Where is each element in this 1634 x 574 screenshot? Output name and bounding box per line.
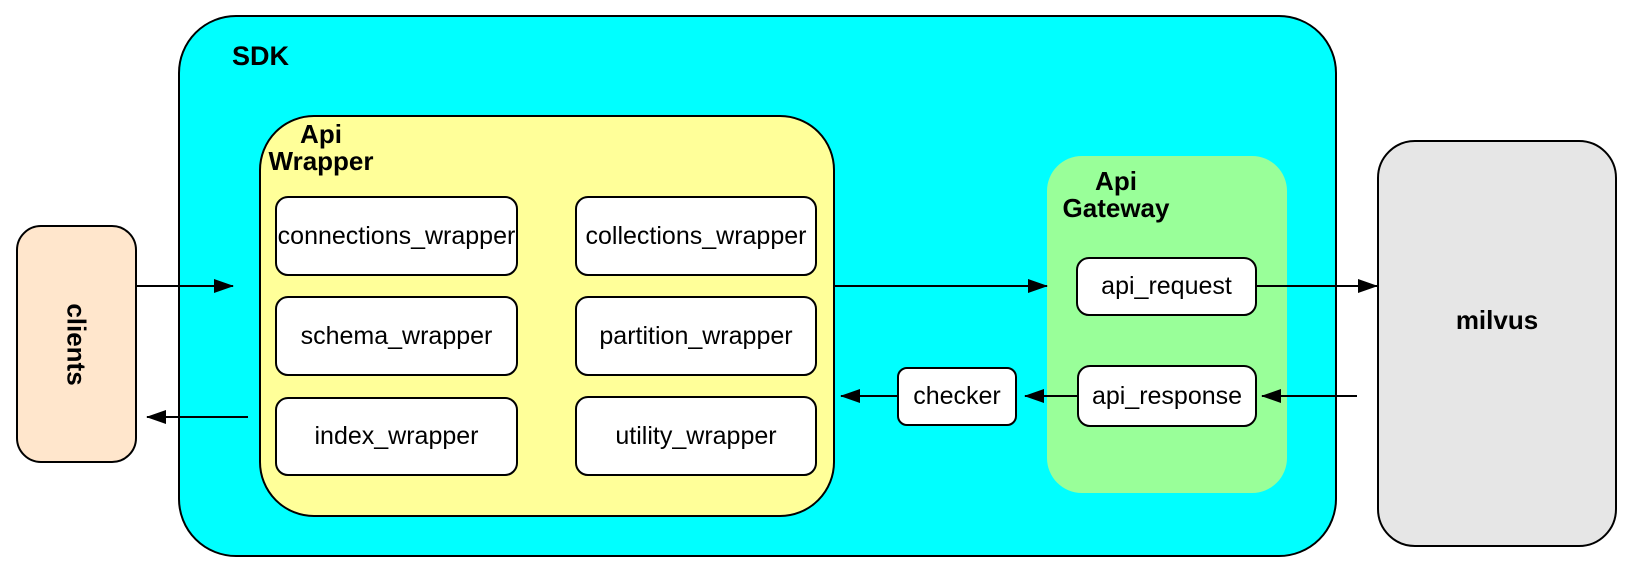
node-collections-wrapper: collections_wrapper [575,196,817,276]
sdk-label: SDK [232,41,290,71]
node-schema-wrapper-label: schema_wrapper [300,321,493,350]
node-api-response-label: api_response [1091,381,1243,410]
node-utility-wrapper: utility_wrapper [575,396,817,476]
node-index-wrapper-label: index_wrapper [314,422,479,450]
clients-node: clients [16,225,137,463]
node-connections-wrapper: connections_wrapper [275,196,518,276]
node-checker: checker [897,367,1017,426]
node-schema-wrapper: schema_wrapper [275,296,518,376]
api-gateway-label: Api Gateway [1062,166,1170,224]
node-api-request-label: api_request [1101,272,1232,300]
node-connections-wrapper-label: connections_wrapper [277,221,516,250]
node-partition-wrapper-label: partition_wrapper [599,321,793,350]
node-index-wrapper: index_wrapper [275,397,518,476]
api-wrapper-label: Api Wrapper [268,119,374,177]
clients-label: clients [62,302,92,386]
node-partition-wrapper: partition_wrapper [575,296,817,376]
milvus-label: milvus [1455,304,1539,335]
node-checker-label: checker [913,382,1001,410]
node-api-request: api_request [1076,257,1257,316]
node-utility-wrapper-label: utility_wrapper [615,421,777,450]
milvus-node: milvus [1377,140,1617,547]
api-gateway-container: Api Gateway [1047,156,1287,493]
node-collections-wrapper-label: collections_wrapper [585,221,807,250]
node-api-response: api_response [1077,365,1257,427]
